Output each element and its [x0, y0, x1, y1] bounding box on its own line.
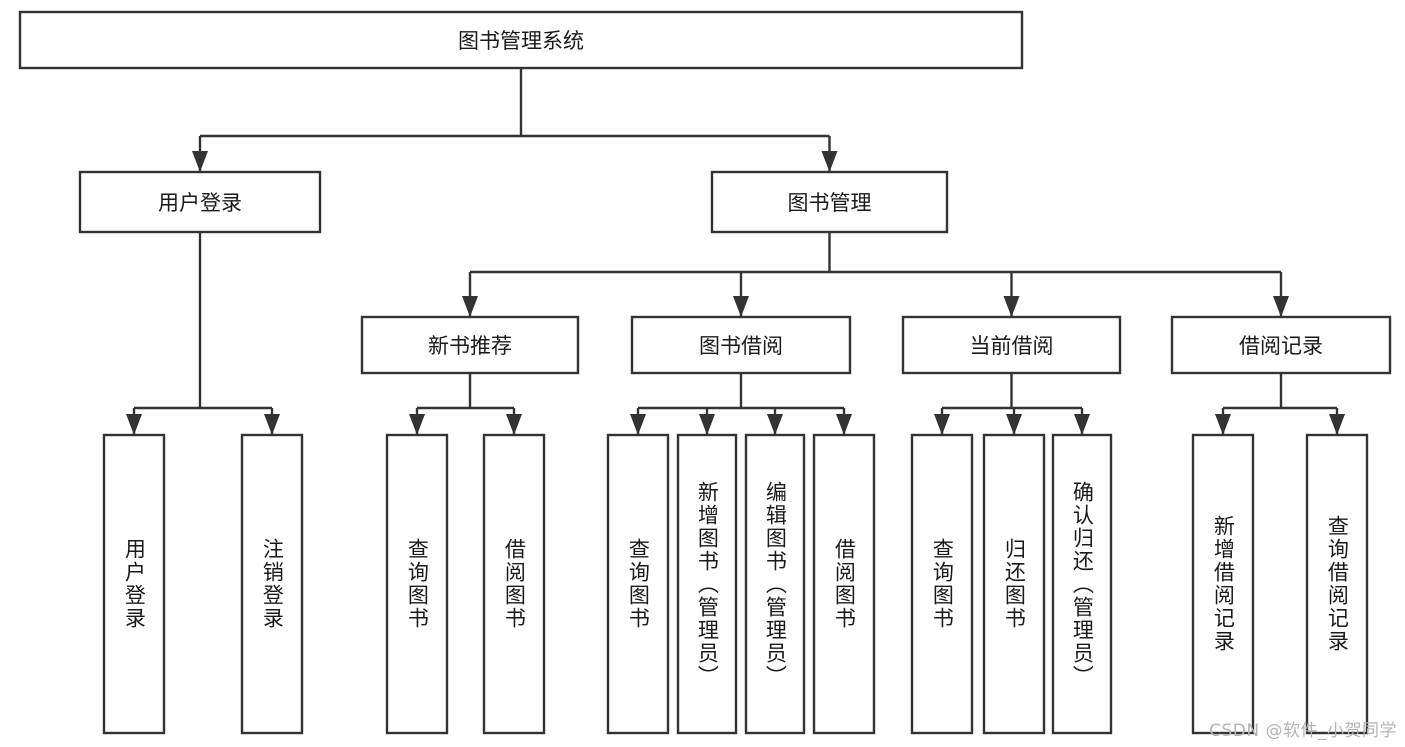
csdn-watermark: CSDN @软件_小贺同学 [1209, 721, 1397, 741]
connectors-layer [126, 68, 1345, 435]
node-box-leaf-user-login [102, 433, 166, 735]
node-box-book-manage [710, 170, 949, 234]
node-box-leaf-edit-book [744, 433, 806, 735]
arrow-head-icon [264, 414, 280, 435]
arrow-head-icon [506, 414, 522, 435]
arrow-head-icon [192, 151, 208, 172]
arrow-head-icon [462, 296, 478, 317]
arrow-head-icon [1215, 414, 1231, 435]
arrow-head-icon [1003, 296, 1020, 317]
node-box-leaf-add-book [676, 433, 738, 735]
arrow-head-icon [934, 414, 950, 435]
arrow-head-icon [1273, 296, 1289, 317]
arrow-head-icon [1329, 414, 1345, 435]
arrow-head-icon [821, 151, 838, 172]
node-box-leaf-query-book-2 [606, 433, 670, 735]
arrow-head-icon [630, 414, 646, 435]
node-box-leaf-add-record [1191, 433, 1255, 735]
node-box-leaf-borrow-book-1 [482, 433, 546, 735]
node-box-user-login [78, 170, 322, 234]
node-box-leaf-query-book-3 [910, 433, 974, 735]
arrow-head-icon [1006, 414, 1022, 435]
node-box-leaf-query-book-1 [385, 433, 449, 735]
arrow-head-icon [767, 414, 783, 435]
node-box-book-borrow [630, 315, 852, 375]
arrow-head-icon [733, 296, 749, 317]
arrow-head-icon [126, 414, 142, 435]
node-box-leaf-logout [240, 433, 304, 735]
node-box-leaf-query-record [1305, 433, 1369, 735]
node-box-new-book-recommend [360, 315, 580, 375]
arrow-head-icon [409, 414, 425, 435]
node-box-leaf-borrow-book-2 [812, 433, 876, 735]
node-box-leaf-confirm-return [1051, 433, 1113, 735]
node-box-borrow-record [1170, 315, 1392, 375]
arrow-head-icon [699, 414, 715, 435]
arrow-head-icon [1074, 414, 1090, 435]
node-box-leaf-return-book [982, 433, 1046, 735]
nodes-layer [18, 10, 1392, 735]
node-box-title [18, 10, 1024, 70]
node-box-current-borrow [901, 315, 1122, 375]
arrow-head-icon [836, 414, 852, 435]
